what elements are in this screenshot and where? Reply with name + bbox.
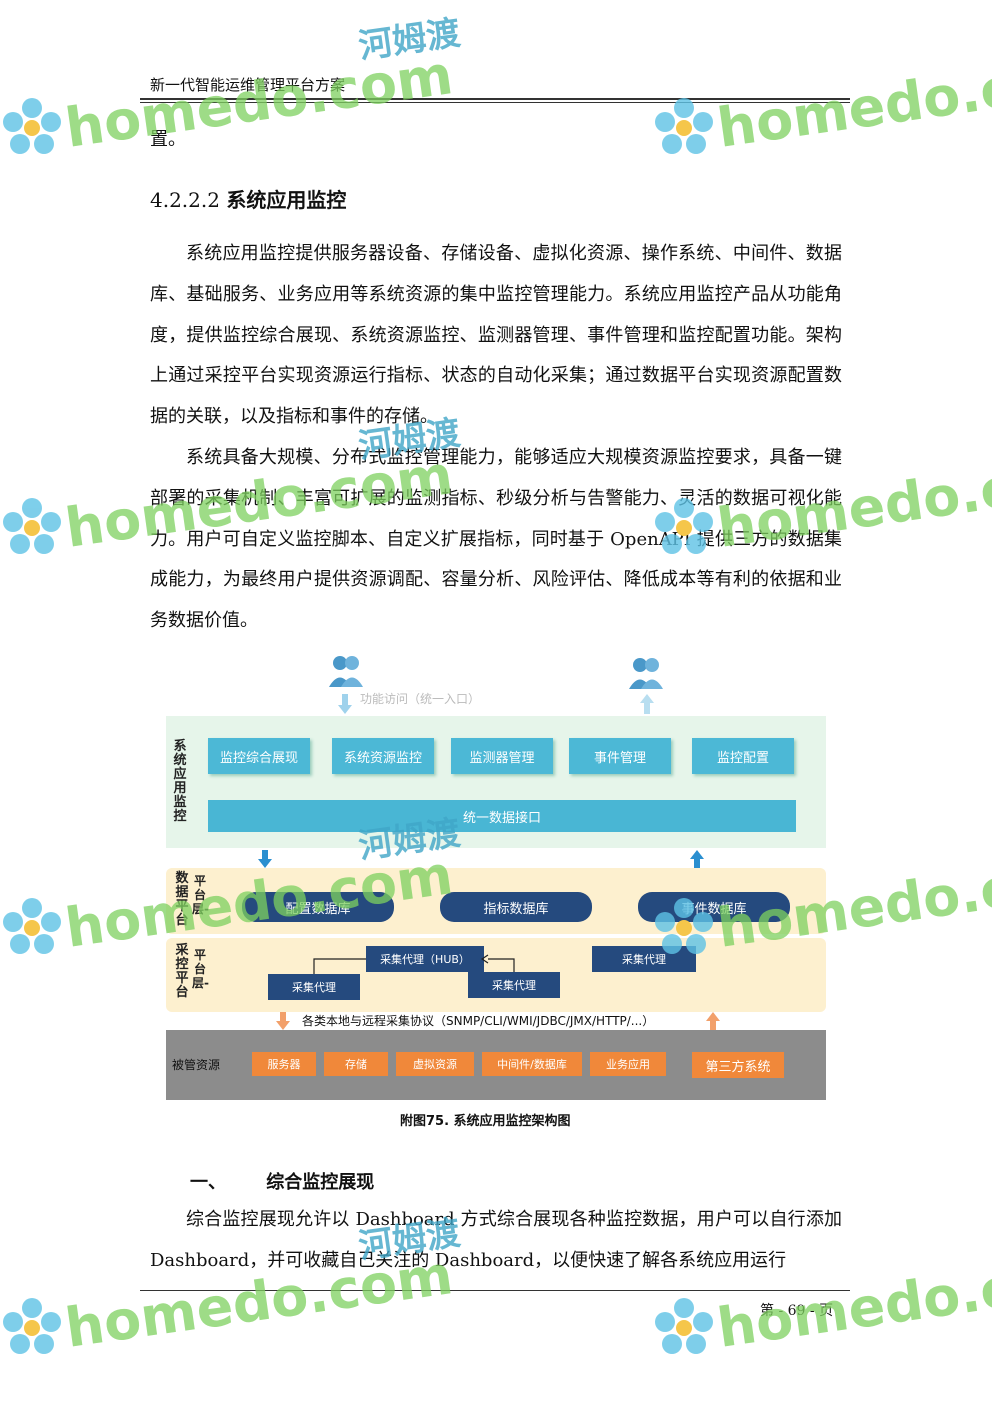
paragraph-3: 综合监控展现允许以 Dashboard 方式综合展现各种监控数据，用户可以自行添… [150, 1209, 842, 1271]
flower-icon [3, 898, 61, 954]
flower-icon [655, 1298, 713, 1354]
users-icon [329, 656, 363, 687]
paragraph-1: 系统应用监控提供服务器设备、存储设备、虚拟化资源、操作系统、中间件、数据库、基础… [150, 243, 842, 428]
users-icon [629, 658, 663, 689]
page-number: 第 - 69 - 页 [760, 1303, 834, 1319]
resource-storage: 存储 [324, 1052, 388, 1076]
data-platform-label: 数据平台 [175, 871, 189, 928]
section-title: 系统应用监控 [226, 188, 347, 212]
flower-icon [655, 98, 713, 154]
collect-platform-label: 采控平台 [175, 943, 189, 1000]
watermark-logo: homedo.com [713, 43, 992, 160]
subsection-title: 综合监控展现 [266, 1172, 375, 1193]
arrow-up-icon [690, 850, 704, 868]
arrow-up-icon [640, 694, 654, 714]
top-fragment: 置。 [150, 129, 186, 150]
figure-caption: 附图75. 系统应用监控架构图 [400, 1114, 571, 1129]
managed-resources-label: 被管资源 [172, 1058, 221, 1072]
arrow-down-icon [258, 850, 272, 868]
arrow-down-icon [338, 694, 352, 714]
header-rule [140, 98, 850, 100]
access-label: 功能访问（统一入口） [360, 692, 481, 706]
section-number: 4.2.2.2 [150, 188, 220, 212]
connector-lines [313, 954, 515, 974]
arrow-down-icon [276, 1012, 290, 1030]
architecture-diagram: 功能访问（统一入口） 系统应用监控 监控综合展现 系统资源监控 监测器管理 事件… [166, 652, 826, 1100]
db-config: 配置数据库 [242, 892, 394, 922]
section-heading: 4.2.2.2 系统应用监控 [150, 184, 346, 213]
subsection-heading: 一、 综合监控展现 [190, 1168, 374, 1194]
module-event-manager: 事件管理 [569, 738, 671, 774]
collector-agent: 采集代理 [268, 974, 360, 1000]
flower-icon [3, 98, 61, 154]
resource-business-app: 业务应用 [590, 1052, 666, 1076]
db-events: 事件数据库 [638, 892, 790, 922]
resource-virtual: 虚拟资源 [396, 1052, 474, 1076]
subsection-number: 一、 [190, 1172, 226, 1193]
third-party-system: 第三方系统 [692, 1052, 784, 1078]
header-rule-thin [140, 102, 850, 103]
module-monitor-config: 监控配置 [692, 738, 794, 774]
data-platform-sublabel: 平台层- [192, 874, 209, 916]
unified-data-interface: 统一数据接口 [208, 800, 796, 832]
flower-icon [3, 498, 61, 554]
module-dashboard: 监控综合展现 [208, 738, 310, 774]
protocol-label: 各类本地与远程采集协议（SNMP/CLI/WMI/JDBC/JMX/HTTP/.… [302, 1014, 655, 1028]
resource-middleware-db: 中间件/数据库 [482, 1052, 582, 1076]
collector-hub: 采集代理（HUB） [366, 946, 484, 972]
resource-server: 服务器 [252, 1052, 316, 1076]
collect-platform-sublabel: 平台层- [192, 948, 209, 990]
footer-rule [140, 1290, 850, 1291]
db-metrics: 指标数据库 [440, 892, 592, 922]
collector-agent: 采集代理 [468, 972, 560, 998]
flower-icon [655, 898, 713, 954]
module-resource-monitor: 系统资源监控 [332, 738, 434, 774]
flower-icon [655, 498, 713, 554]
module-monitor-manager: 监测器管理 [451, 738, 553, 774]
arrow-up-icon [706, 1012, 720, 1030]
flower-icon [3, 1298, 61, 1354]
layer-app-monitor-label: 系统应用监控 [173, 739, 187, 824]
header-title: 新一代智能运维管理平台方案 [150, 76, 346, 94]
